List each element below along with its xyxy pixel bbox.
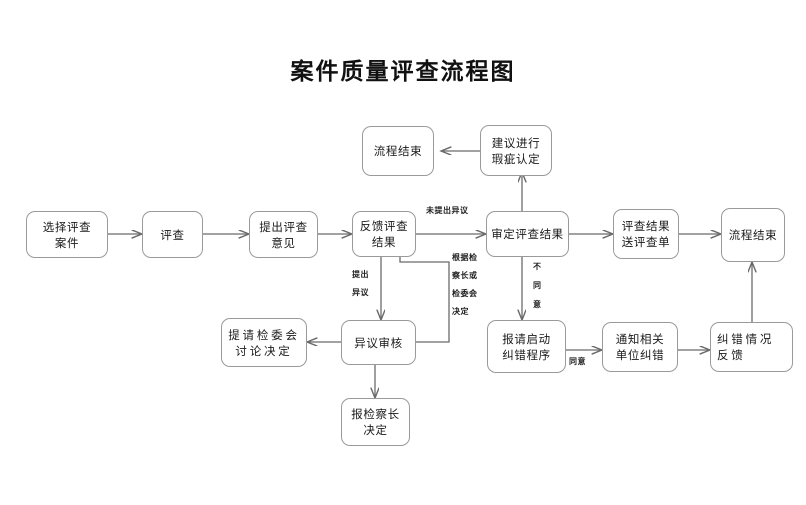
edge-label-disagree-char1: 不 xyxy=(533,262,542,271)
edge-label-disagree-char3: 意 xyxy=(533,300,542,309)
edge-objection-back-to-feedback xyxy=(399,257,450,343)
node-end-top-line1: 流程结束 xyxy=(373,144,423,158)
edge-label-no-objection: 未提出异议 xyxy=(426,206,469,215)
edge-label-raise-objection-line2: 异议 xyxy=(352,288,369,297)
node-review[interactable]: 评查 xyxy=(142,211,203,258)
node-end-right[interactable]: 流程结束 xyxy=(721,208,785,262)
node-correction-feedback[interactable]: 纠错情况 反馈 xyxy=(710,322,793,372)
node-report-chief-line2: 决定 xyxy=(363,423,388,437)
node-report-chief[interactable]: 报检察长 决定 xyxy=(341,398,410,446)
node-objection-review-line1: 异议审核 xyxy=(354,335,403,350)
node-correction-feedback-line1: 纠错情况 xyxy=(717,332,775,346)
node-start-correction[interactable]: 报请启动 纠错程序 xyxy=(487,320,566,373)
node-end-top[interactable]: 流程结束 xyxy=(362,126,434,176)
node-feedback-result-line2: 结果 xyxy=(371,235,397,249)
node-review-line1: 评查 xyxy=(160,227,185,242)
node-select-case-line2: 案件 xyxy=(54,235,80,250)
node-end-right-line1: 流程结束 xyxy=(728,228,778,242)
edge-label-agree: 同意 xyxy=(569,357,586,366)
node-committee-discuss-line2: 讨论决定 xyxy=(235,343,293,358)
node-approve-result[interactable]: 审定评查结果 xyxy=(486,211,569,257)
node-select-case[interactable]: 选择评查 案件 xyxy=(26,211,108,258)
node-submit-opinion[interactable]: 提出评查 意见 xyxy=(249,211,318,258)
node-notify-unit[interactable]: 通知相关 单位纠错 xyxy=(602,322,678,372)
edge-label-disagree-char2: 同 xyxy=(533,281,542,290)
node-submit-opinion-line2: 意见 xyxy=(271,235,296,250)
node-report-chief-line1: 报检察长 xyxy=(351,407,400,421)
node-submit-opinion-line1: 提出评查 xyxy=(259,219,308,234)
node-notify-unit-line2: 单位纠错 xyxy=(615,348,665,362)
node-select-case-line1: 选择评查 xyxy=(42,219,92,234)
edge-label-per-chief-line3: 检委会 xyxy=(452,289,478,298)
edge-label-per-chief-line1: 根据检 xyxy=(452,253,478,262)
node-approve-result-line1: 审定评查结果 xyxy=(491,227,564,241)
node-send-review-sheet[interactable]: 评查结果 送评查单 xyxy=(613,209,679,259)
node-committee-discuss[interactable]: 提请检委会 讨论决定 xyxy=(221,318,307,367)
node-feedback-result-line1: 反馈评查 xyxy=(359,219,409,233)
node-start-correction-line1: 报请启动 xyxy=(502,331,551,346)
page-title: 案件质量评查流程图 xyxy=(290,59,516,85)
node-suggest-defect[interactable]: 建议进行 瑕疵认定 xyxy=(480,125,552,176)
edge-label-raise-objection-line1: 提出 xyxy=(352,270,369,279)
node-suggest-defect-line2: 瑕疵认定 xyxy=(491,151,541,166)
node-send-review-sheet-line2: 送评查单 xyxy=(621,235,671,249)
node-send-review-sheet-line1: 评查结果 xyxy=(621,219,671,233)
edge-label-per-chief-line2: 察长或 xyxy=(452,271,478,280)
node-objection-review[interactable]: 异议审核 xyxy=(341,320,416,365)
node-committee-discuss-line1: 提请检委会 xyxy=(228,327,300,342)
node-start-correction-line2: 纠错程序 xyxy=(502,347,551,362)
node-correction-feedback-line2: 反馈 xyxy=(717,348,746,362)
node-feedback-result[interactable]: 反馈评查 结果 xyxy=(352,211,416,257)
edge-label-per-chief-line4: 决定 xyxy=(452,307,469,316)
node-notify-unit-line1: 通知相关 xyxy=(615,332,665,346)
node-suggest-defect-line1: 建议进行 xyxy=(491,135,541,150)
